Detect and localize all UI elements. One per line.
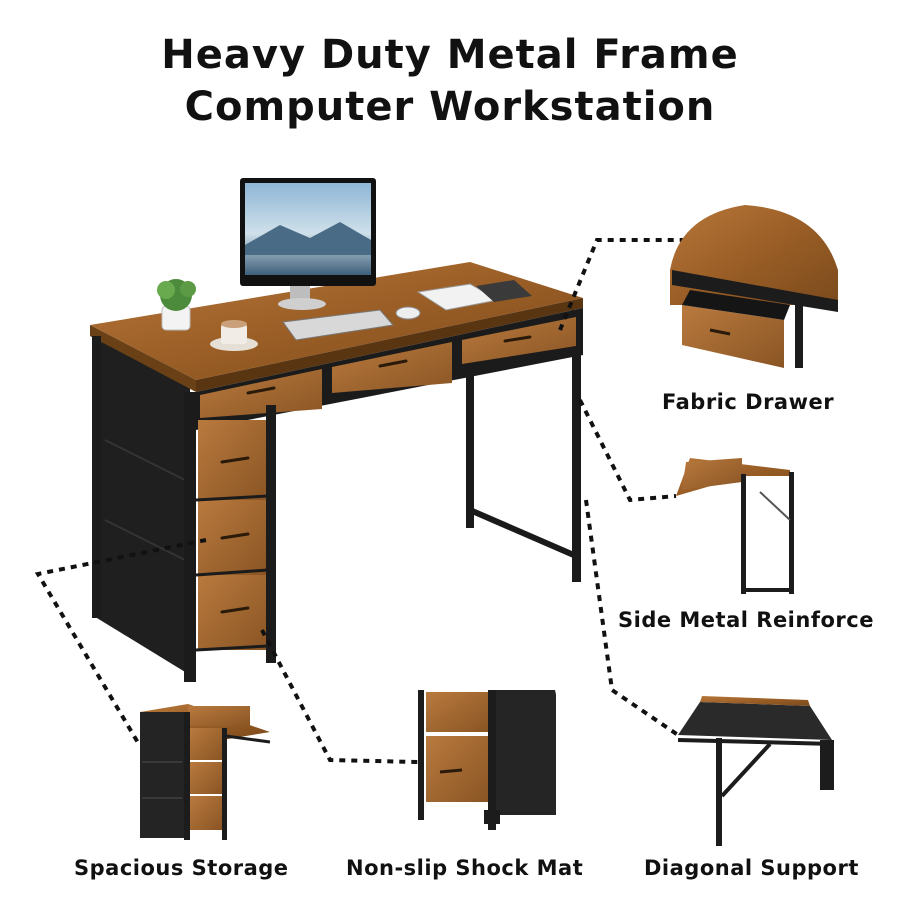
top-drawer-3 — [462, 317, 576, 364]
feature-label-spacious-storage: Spacious Storage — [74, 856, 289, 880]
side-frame-icon — [676, 458, 794, 594]
tower-drawer-3 — [198, 575, 266, 650]
side-bar — [468, 507, 578, 559]
feature-label-non-slip-shock-mat: Non-slip Shock Mat — [346, 856, 584, 880]
diagonal-brace-icon — [677, 696, 835, 846]
monitor-icon — [240, 178, 376, 310]
page-title-line-1: Heavy Duty Metal Frame — [161, 32, 739, 78]
top-drawer-2 — [332, 342, 452, 393]
callout-fabric-drawer — [558, 238, 686, 331]
foot-pad-icon — [418, 690, 564, 830]
front-right-leg — [572, 310, 581, 582]
callout-lines — [34, 238, 686, 764]
coffee-cup-icon — [210, 320, 258, 351]
rear-leg — [466, 370, 474, 528]
keyboard-icon — [282, 309, 394, 341]
feature-label-diagonal-support: Diagonal Support — [644, 856, 859, 880]
plant-icon — [157, 279, 196, 331]
feature-label-side-metal-reinforce: Side Metal Reinforce — [618, 608, 874, 632]
drawer-detail-icon — [670, 205, 838, 368]
phone-icon — [476, 280, 532, 302]
tower-side-panel — [92, 338, 190, 675]
top-drawer-1 — [200, 369, 322, 418]
mouse-icon — [395, 306, 421, 320]
callout-diagonal — [584, 499, 680, 737]
storage-tower-icon — [140, 704, 271, 840]
desk-main — [90, 178, 583, 682]
callout-mat — [260, 629, 419, 764]
callout-side-metal — [578, 399, 677, 503]
page-title-line-2: Computer Workstation — [184, 84, 716, 130]
callout-storage — [34, 538, 207, 748]
feature-label-fabric-drawer: Fabric Drawer — [662, 390, 835, 414]
